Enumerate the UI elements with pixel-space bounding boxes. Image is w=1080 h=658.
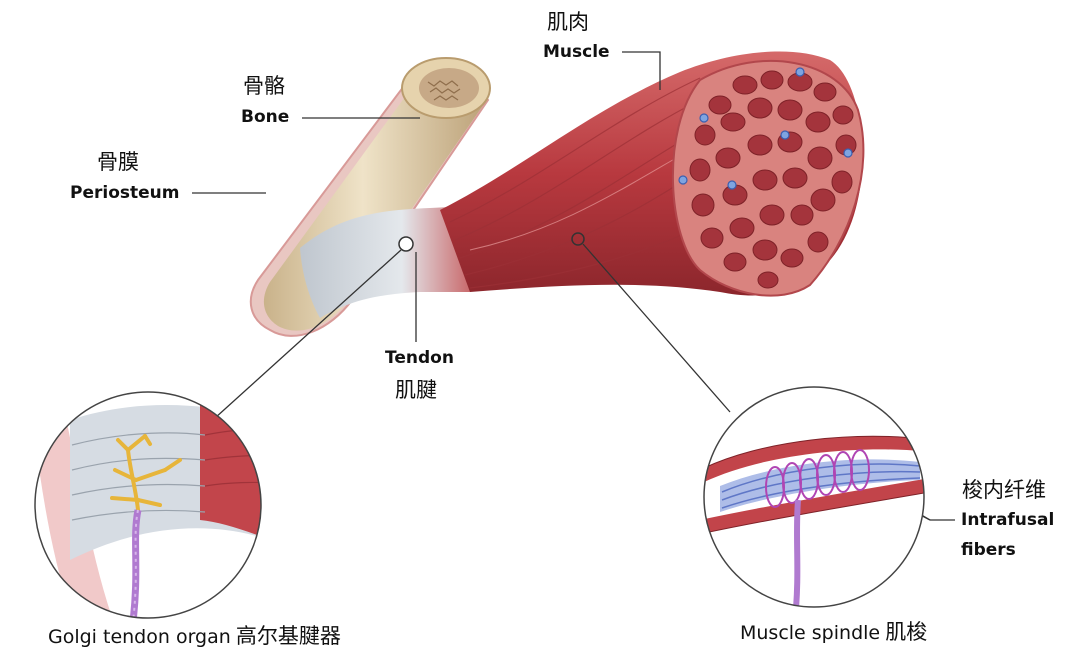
periosteum-label-zh: 骨膜 xyxy=(97,150,139,174)
golgi-label: Golgi tendon organ 高尔基腱器 xyxy=(48,620,341,650)
intrafusal-label-zh: 梭内纤维 xyxy=(962,478,1046,502)
spindle-label-en: Muscle spindle xyxy=(740,622,881,644)
intrafusal-label-en-line2: fibers xyxy=(961,540,1016,560)
spindle-cross-sections xyxy=(678,67,853,190)
intrafusal-fiber-lines xyxy=(721,463,921,509)
muscle-spindle-inset xyxy=(703,386,925,608)
golgi-tendon-organ-inset xyxy=(34,391,262,619)
spindle-label: Muscle spindle 肌梭 xyxy=(740,616,927,646)
tendon xyxy=(300,206,470,318)
periosteum-label-en: Periosteum xyxy=(70,183,180,203)
bone-label-zh: 骨骼 xyxy=(243,74,285,98)
muscle-marker xyxy=(571,232,585,246)
golgi-label-en: Golgi tendon organ xyxy=(48,626,231,648)
tendon-label-zh: 肌腱 xyxy=(395,378,437,402)
annulospiral-ending xyxy=(765,449,870,508)
tendon-label-en: Tendon xyxy=(385,348,454,368)
bone-label-en: Bone xyxy=(241,107,290,127)
golgi-nerve-ending xyxy=(110,434,182,512)
bone-marrow xyxy=(419,68,479,108)
spindle-afferent-nerve xyxy=(792,499,801,607)
tendon-marker xyxy=(398,236,414,252)
muscle-label-zh: 肌肉 xyxy=(547,10,589,34)
spindle-label-zh: 肌梭 xyxy=(885,620,928,644)
golgi-afferent-nerve xyxy=(128,509,142,618)
golgi-label-zh: 高尔基腱器 xyxy=(235,624,341,648)
muscle-label-en: Muscle xyxy=(543,42,610,62)
muscle-cross-section xyxy=(671,60,865,297)
intrafusal-label-en-line1: Intrafusal xyxy=(961,510,1055,530)
